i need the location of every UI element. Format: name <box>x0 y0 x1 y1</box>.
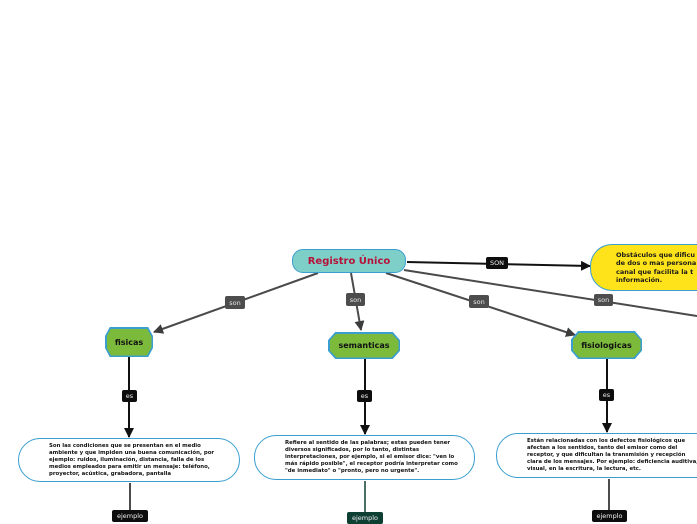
link-label-fisicas[interactable]: es <box>122 390 137 402</box>
link-text: es <box>125 392 134 400</box>
link-label-semanticas[interactable]: es <box>357 390 372 402</box>
root-label: Registro Único <box>307 255 391 267</box>
connector-label-fisicas[interactable]: son <box>225 296 245 309</box>
connector-text: SON <box>489 259 505 267</box>
category-label: fisicas <box>114 337 144 347</box>
description-node-semanticas[interactable]: Refiere al sentido de las palabras; esta… <box>254 435 475 480</box>
example-label-fisicas[interactable]: ejemplo <box>112 510 148 522</box>
connector-label-extra[interactable]: son <box>594 294 613 306</box>
category-node-fisicas[interactable]: fisicas <box>106 328 152 356</box>
connector-label-definition[interactable]: SON <box>486 257 508 269</box>
category-node-fisiologicas[interactable]: fisiologicas <box>572 332 641 358</box>
link-text: es <box>602 391 611 399</box>
connector-label-semanticas[interactable]: son <box>346 293 365 306</box>
description-text: Son las condiciones que se presentan en … <box>49 442 215 477</box>
category-label: semanticas <box>338 341 390 350</box>
link-label-fisiologicas[interactable]: es <box>599 389 614 401</box>
definition-node[interactable]: Obstáculos que dificu de dos o mas perso… <box>590 244 697 291</box>
category-node-semanticas[interactable]: semanticas <box>329 333 399 358</box>
category-label: fisiologicas <box>581 340 632 350</box>
definition-text: Obstáculos que dificu de dos o mas perso… <box>616 250 697 285</box>
example-label-fisiologicas[interactable]: ejemplo <box>592 510 627 522</box>
edge-root-extra <box>403 269 697 317</box>
example-text: ejemplo <box>596 512 623 520</box>
example-label-semanticas[interactable]: ejemplo <box>347 512 383 524</box>
connector-text: son <box>349 295 362 304</box>
connector-label-fisiologicas[interactable]: son <box>469 295 489 308</box>
connector-text: son <box>597 296 610 304</box>
connector-text: son <box>229 298 241 307</box>
description-text: Refiere al sentido de las palabras; esta… <box>285 440 458 474</box>
description-text: Están relacionadas con los defectos fisi… <box>527 438 697 472</box>
example-text: ejemplo <box>351 514 379 522</box>
root-node[interactable]: Registro Único <box>292 249 406 273</box>
description-node-fisiologicas[interactable]: Están relacionadas con los defectos fisi… <box>496 433 697 478</box>
link-text: es <box>360 392 369 400</box>
connector-text: son <box>473 297 485 306</box>
description-node-fisicas[interactable]: Son las condiciones que se presentan en … <box>18 438 240 482</box>
example-text: ejemplo <box>116 512 144 520</box>
